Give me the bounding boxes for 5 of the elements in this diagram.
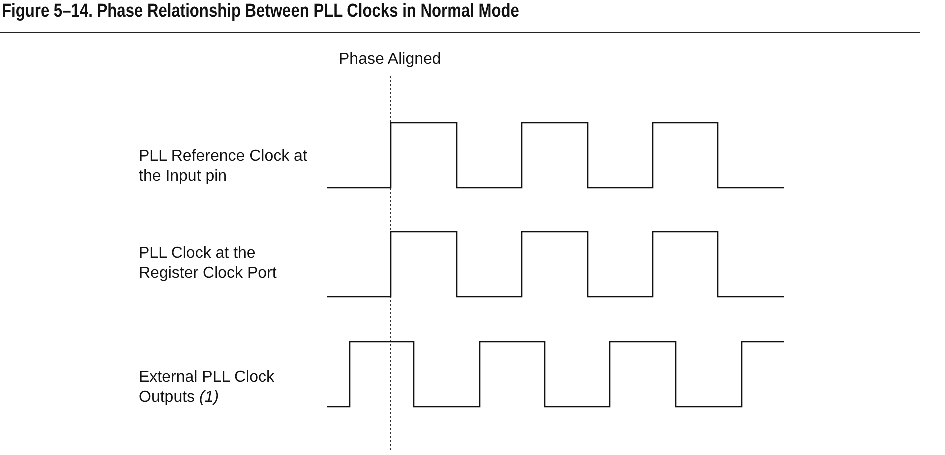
annotation-label: Phase Aligned: [339, 50, 442, 70]
signal-label: External PLL Clock Outputs (1): [139, 368, 276, 408]
figure-title: Figure 5–14. Phase Relationship Between PLL Clocks in Normal Mode: [2, 1, 520, 23]
signal-label: PLL Clock at the Register Clock Port: [139, 244, 278, 284]
signal-label: PLL Reference Clock at the Input pin: [139, 147, 308, 187]
